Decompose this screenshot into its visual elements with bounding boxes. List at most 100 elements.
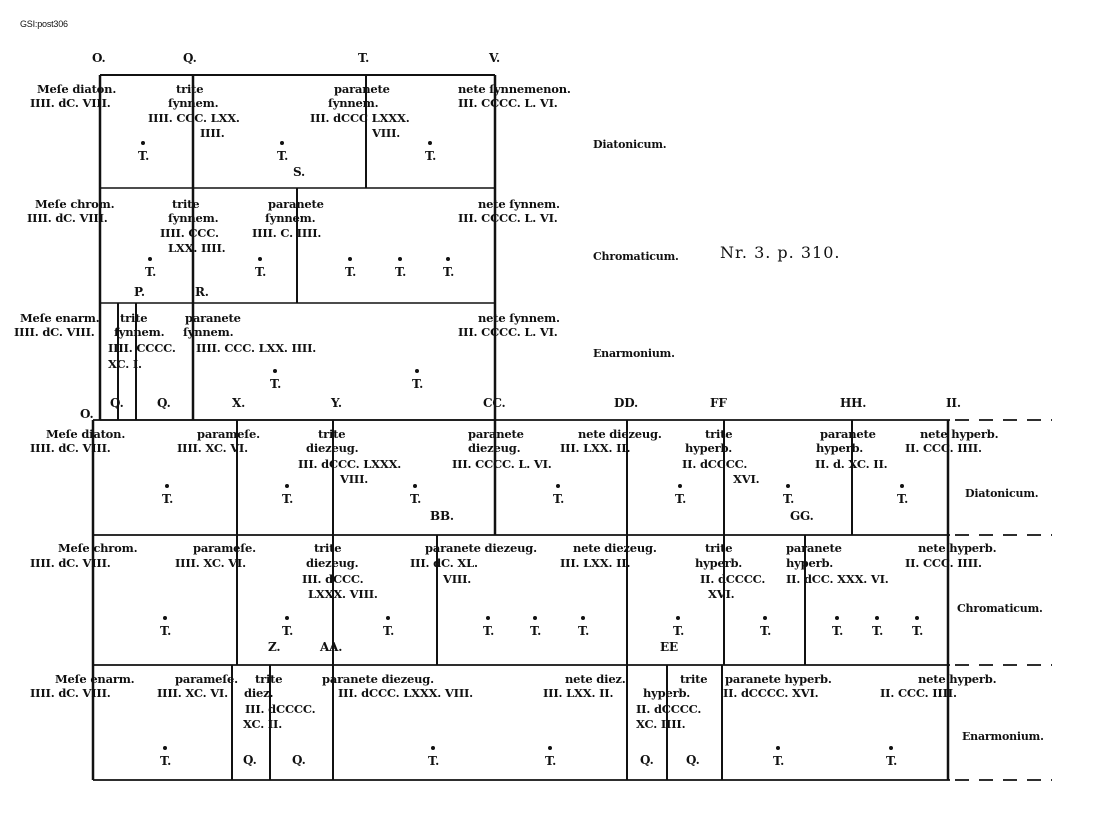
tone-dot-mark	[431, 746, 435, 750]
row-label-bottom-enharmonic: IIII. dC. VIII.	[30, 686, 111, 700]
tone-dot-mark	[556, 484, 560, 488]
row-label-bottom-chromatic: trite	[705, 541, 733, 555]
row-label-bottom-enharmonic: nete hyperb.	[918, 672, 997, 686]
row-label-bottom-diatonic: diezeug.	[468, 441, 521, 455]
genus-label-chromatic: Chromaticum.	[593, 250, 679, 263]
tone-dot-mark	[786, 484, 790, 488]
row-label-bottom-chromatic: III. dC. XL.	[410, 556, 478, 570]
scan-id-stamp: GSI:post306	[20, 19, 68, 29]
tone-mark-t: T.	[162, 492, 174, 506]
tone-mark-t: T.	[912, 624, 924, 638]
tone-dot-mark	[446, 257, 450, 261]
row-label-top-enharmonic: XC. I.	[108, 357, 142, 371]
row-label-bottom-enharmonic: XC. IIII.	[636, 717, 686, 731]
row-label-bottom-diatonic: trite	[318, 427, 346, 441]
row-label-bottom-enharmonic: trite	[255, 672, 283, 686]
tone-dot-mark	[258, 257, 262, 261]
row-label-bottom-enharmonic: paranete hyperb.	[725, 672, 832, 686]
row-label-bottom-enharmonic: hyperb.	[643, 686, 691, 700]
tone-dot-mark	[581, 616, 585, 620]
row-label-bottom-chromatic: II. dCCCC.	[700, 572, 766, 586]
row-label-bottom-enharmonic: IIII. XC. VI.	[157, 686, 228, 700]
tone-mark-t: T.	[425, 149, 437, 163]
tone-mark-t: T.	[773, 754, 785, 768]
row-label-bottom-enharmonic: Meſe enarm.	[55, 672, 135, 686]
tone-mark-t: T.	[138, 149, 150, 163]
row-label-bottom-enharmonic: diez.	[244, 686, 274, 700]
tone-dot-mark	[678, 484, 682, 488]
row-label-top-enharmonic: ſynnem.	[183, 325, 234, 339]
row-label-bottom-diatonic: paranete	[468, 427, 524, 441]
row-label-bottom-chromatic: VIII.	[443, 572, 472, 586]
row-label-top-enharmonic: paranete	[185, 311, 241, 325]
point-label: Q.	[183, 51, 197, 65]
row-label-bottom-chromatic: II. dCC. XXX. VI.	[786, 572, 889, 586]
row-label-top-diatonic: IIII.	[200, 126, 225, 140]
point-label: O.	[92, 51, 106, 65]
point-label: GG.	[790, 509, 814, 523]
row-label-bottom-chromatic: nete hyperb.	[918, 541, 997, 555]
row-label-top-chromatic: ſynnem.	[265, 211, 316, 225]
row-label-bottom-diatonic: hyperb.	[816, 441, 864, 455]
row-label-top-enharmonic: nete ſynnem.	[478, 311, 560, 325]
row-label-bottom-diatonic: trite	[705, 427, 733, 441]
point-label: CC.	[483, 396, 506, 410]
row-label-bottom-chromatic: XVI.	[708, 587, 735, 601]
row-label-top-chromatic: IIII. dC. VIII.	[27, 211, 108, 225]
tone-dot-mark	[163, 746, 167, 750]
point-label: Z.	[268, 640, 281, 654]
row-label-bottom-enharmonic: parameſe.	[175, 672, 238, 686]
point-label: X.	[232, 396, 246, 410]
row-label-bottom-chromatic: II. CCC. IIII.	[905, 556, 982, 570]
row-label-bottom-diatonic: III. CCCC. L. VI.	[452, 457, 552, 471]
row-label-bottom-diatonic: IIII. dC. VIII.	[30, 441, 111, 455]
tone-dot-mark	[486, 616, 490, 620]
row-label-top-chromatic: nete ſynnem.	[478, 197, 560, 211]
tone-dot-mark	[165, 484, 169, 488]
row-label-bottom-diatonic: II. CCC. IIII.	[905, 441, 982, 455]
point-label: Q.	[110, 396, 124, 410]
row-label-bottom-chromatic: trite	[314, 541, 342, 555]
tone-mark-t: T.	[160, 624, 172, 638]
row-label-bottom-diatonic: II. dCCCC.	[682, 457, 748, 471]
row-label-top-enharmonic: trite	[120, 311, 148, 325]
tone-mark-t: T.	[395, 265, 407, 279]
tone-mark-t: T.	[345, 265, 357, 279]
row-label-bottom-diatonic: nete diezeug.	[578, 427, 662, 441]
row-label-top-enharmonic: IIII. CCC. LXX. IIII.	[196, 341, 317, 355]
point-label: R.	[195, 285, 209, 299]
row-label-top-chromatic: LXX. IIII.	[168, 241, 226, 255]
tone-mark-t: T.	[282, 624, 294, 638]
tone-dot-mark	[835, 616, 839, 620]
row-label-bottom-diatonic: diezeug.	[306, 441, 359, 455]
row-label-bottom-chromatic: III. dCCC.	[302, 572, 364, 586]
row-label-top-diatonic: IIII. CCC. LXX.	[148, 111, 240, 125]
tone-mark-t: T.	[897, 492, 909, 506]
point-label: DD.	[614, 396, 638, 410]
tone-dot-mark	[900, 484, 904, 488]
row-label-bottom-chromatic: IIII. XC. VI.	[175, 556, 246, 570]
row-label-bottom-diatonic: parameſe.	[197, 427, 260, 441]
row-label-bottom-chromatic: paranete	[786, 541, 842, 555]
row-label-bottom-enharmonic: III. dCCCC.	[245, 702, 316, 716]
tone-dot-mark	[348, 257, 352, 261]
row-label-bottom-diatonic: nete hyperb.	[920, 427, 999, 441]
point-label: FF	[710, 396, 727, 410]
row-label-top-diatonic: trite	[176, 82, 204, 96]
row-label-bottom-diatonic: XVI.	[733, 472, 760, 486]
row-label-bottom-enharmonic: trite	[680, 672, 708, 686]
row-label-top-enharmonic: ſynnem.	[114, 325, 165, 339]
row-label-top-diatonic: ſynnem.	[328, 96, 379, 110]
row-label-top-enharmonic: Meſe enarm.	[20, 311, 100, 325]
row-label-top-diatonic: III. CCCC. L. VI.	[458, 96, 558, 110]
genus-label-enharmonic: Enarmonium.	[962, 730, 1044, 743]
row-label-bottom-chromatic: diezeug.	[306, 556, 359, 570]
tone-mark-t: T.	[428, 754, 440, 768]
tone-dot-mark	[763, 616, 767, 620]
tone-mark-t: T.	[675, 492, 687, 506]
row-label-bottom-diatonic: II. d. XC. II.	[815, 457, 888, 471]
point-label: O.	[80, 407, 94, 421]
row-label-top-chromatic: III. CCCC. L. VI.	[458, 211, 558, 225]
row-label-bottom-enharmonic: II. CCC. IIII.	[880, 686, 957, 700]
